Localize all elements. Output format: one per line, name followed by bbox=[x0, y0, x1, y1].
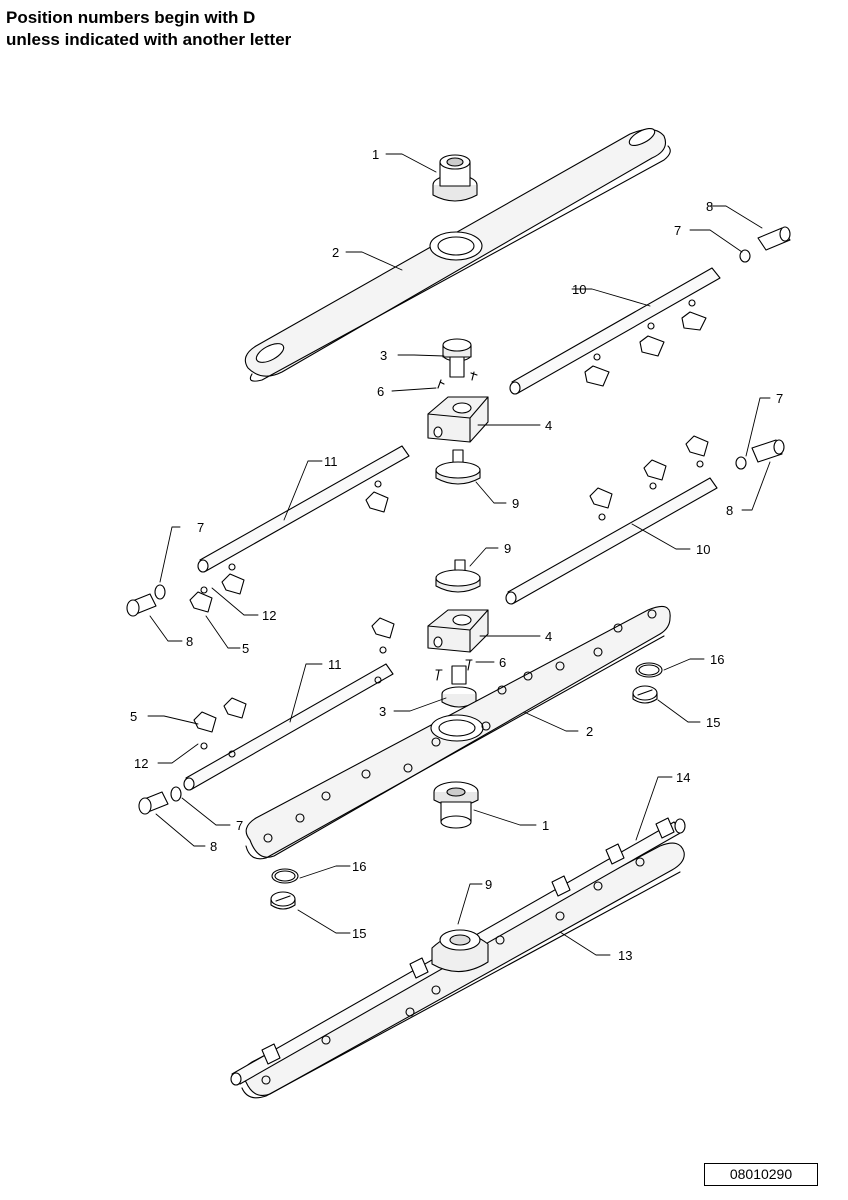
bottom-spray-arm bbox=[230, 817, 686, 1099]
callout-10: 10 bbox=[572, 282, 586, 297]
callout-3: 3 bbox=[379, 704, 386, 719]
callout-16: 16 bbox=[710, 652, 724, 667]
callout-11: 11 bbox=[328, 657, 342, 672]
tube-middle-left bbox=[126, 445, 410, 617]
spray-arm-nut-lower bbox=[433, 781, 479, 829]
diagram-heading: Position numbers begin with D unless ind… bbox=[6, 7, 291, 51]
callout-11: 11 bbox=[324, 454, 338, 469]
hub-stack-lower bbox=[427, 559, 489, 708]
spray-arm-nut-top bbox=[432, 154, 478, 202]
callout-13: 13 bbox=[618, 948, 632, 963]
callout-8: 8 bbox=[186, 634, 193, 649]
loose-holders bbox=[371, 617, 395, 654]
callout-5: 5 bbox=[242, 641, 249, 656]
callout-2: 2 bbox=[586, 724, 593, 739]
callout-7: 7 bbox=[674, 223, 681, 238]
callout-7: 7 bbox=[776, 391, 783, 406]
callout-8: 8 bbox=[726, 503, 733, 518]
washers-left bbox=[270, 868, 299, 910]
callout-10: 10 bbox=[696, 542, 710, 557]
heading-line-2: unless indicated with another letter bbox=[6, 30, 292, 49]
callout-12: 12 bbox=[134, 756, 148, 771]
callout-labels: 1 2 3 6 4 9 11 7 8 12 5 7 8 10 7 8 10 9 … bbox=[130, 147, 783, 963]
callout-14: 14 bbox=[676, 770, 690, 785]
callout-12: 12 bbox=[262, 608, 276, 623]
callout-4: 4 bbox=[545, 629, 552, 644]
washers-right bbox=[632, 662, 663, 704]
callout-15: 15 bbox=[706, 715, 720, 730]
callout-16: 16 bbox=[352, 859, 366, 874]
callout-8: 8 bbox=[706, 199, 713, 214]
hub-top bbox=[437, 338, 478, 389]
callout-6: 6 bbox=[377, 384, 384, 399]
callout-2: 2 bbox=[332, 245, 339, 260]
heading-line-1: Position numbers begin with D bbox=[6, 8, 256, 27]
callout-4: 4 bbox=[545, 418, 552, 433]
callout-8: 8 bbox=[210, 839, 217, 854]
lower-spray-arm bbox=[245, 605, 671, 860]
callout-1: 1 bbox=[372, 147, 379, 162]
tube-middle-right bbox=[505, 435, 718, 605]
end-plug-upper-right bbox=[735, 226, 791, 470]
leader-lines bbox=[147, 153, 771, 956]
callout-15: 15 bbox=[352, 926, 366, 941]
tube-lower-left bbox=[138, 663, 394, 815]
callout-9: 9 bbox=[504, 541, 511, 556]
callout-1: 1 bbox=[542, 818, 549, 833]
drawing-code-box: 08010290 bbox=[704, 1163, 818, 1186]
connector-block-top bbox=[427, 396, 489, 443]
callout-3: 3 bbox=[380, 348, 387, 363]
callout-9: 9 bbox=[512, 496, 519, 511]
callout-7: 7 bbox=[236, 818, 243, 833]
tube-upper-right bbox=[509, 267, 721, 395]
upper-spray-arm bbox=[244, 128, 671, 382]
callout-9: 9 bbox=[485, 877, 492, 892]
knob-top bbox=[435, 449, 481, 485]
callout-5: 5 bbox=[130, 709, 137, 724]
callout-7: 7 bbox=[197, 520, 204, 535]
callout-6: 6 bbox=[499, 655, 506, 670]
